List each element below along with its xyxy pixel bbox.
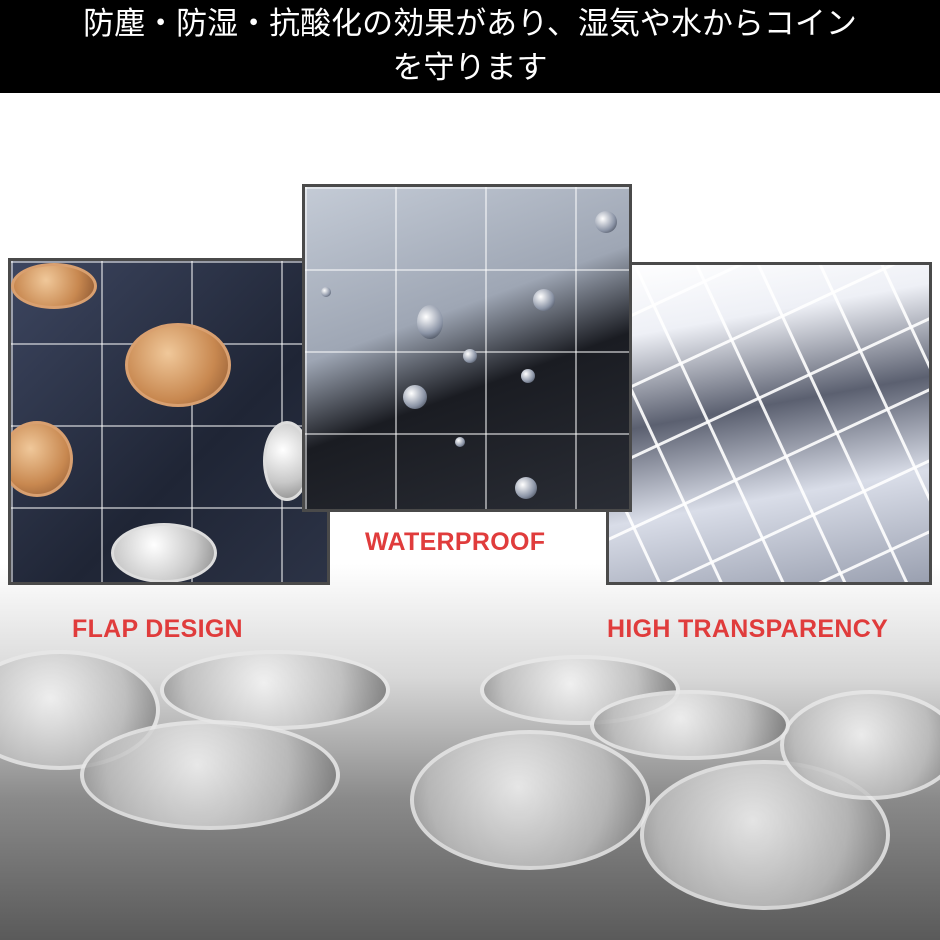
header-line-1: 防塵・防湿・抗酸化の効果があり、湿気や水からコイン [83,6,857,42]
flap-design-label: FLAP DESIGN [72,615,243,643]
header-banner: 防塵・防湿・抗酸化の効果があり、湿気や水からコイン を守ります [0,0,940,93]
flap-design-photo [8,258,330,585]
header-line-2: を守ります [392,50,548,86]
waterproof-photo [302,184,632,512]
high-transparency-label: HIGH TRANSPARENCY [607,615,889,643]
waterproof-label: WATERPROOF [365,528,546,556]
high-transparency-photo [606,262,932,585]
